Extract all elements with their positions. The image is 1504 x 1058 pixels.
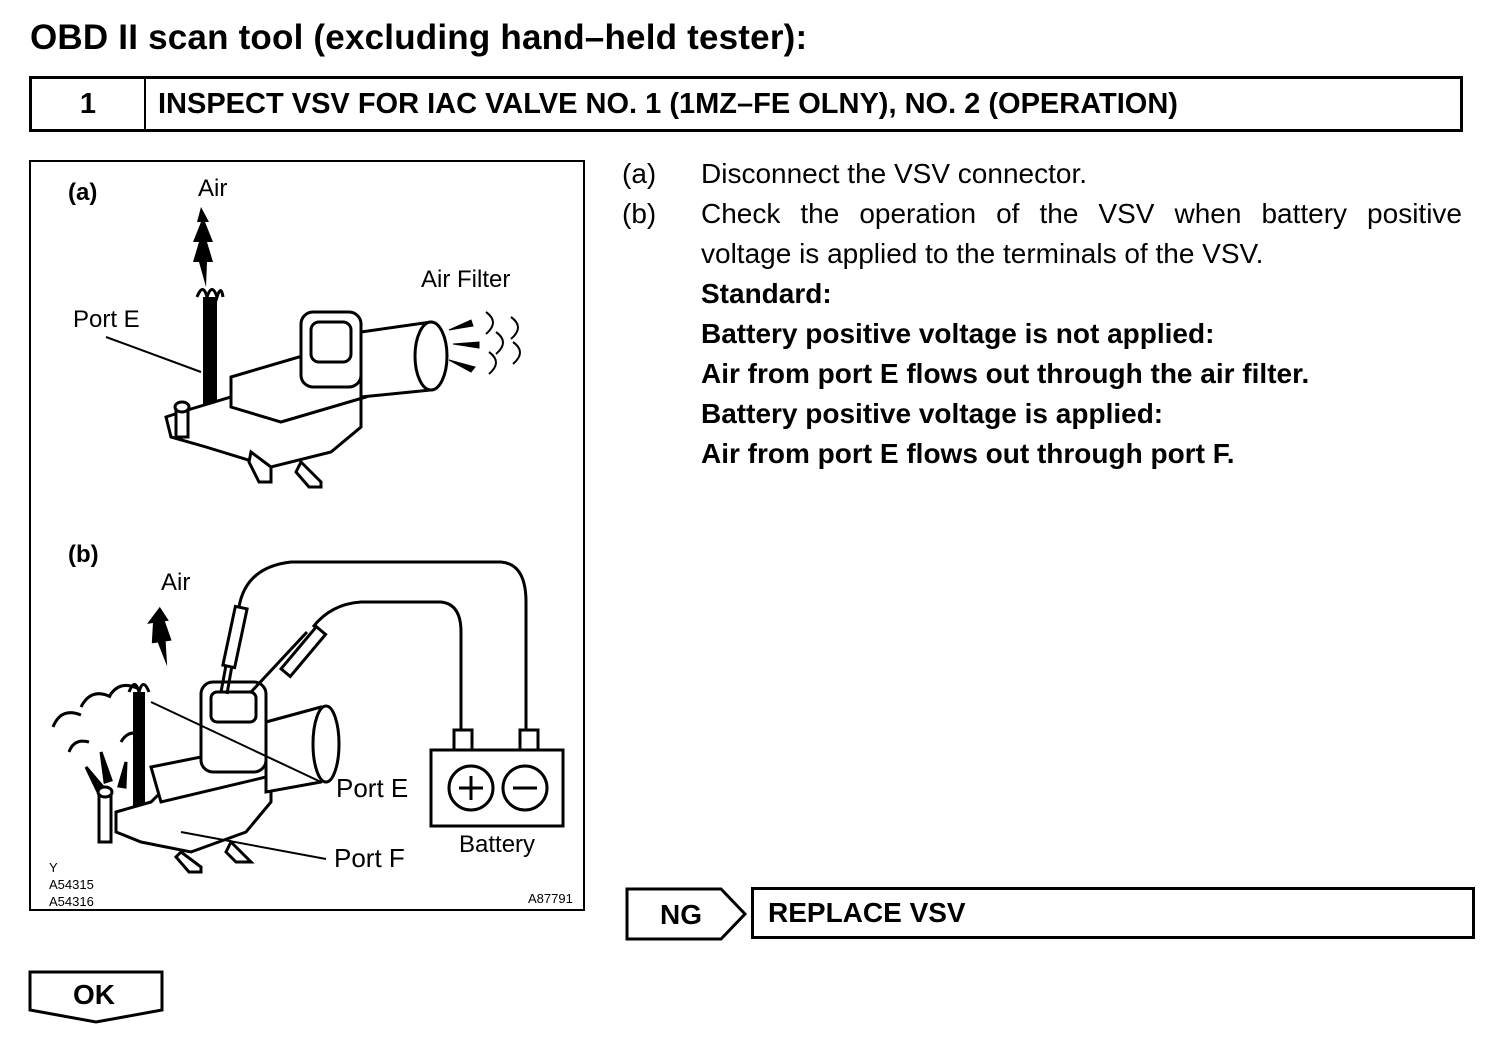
panel-a-air-arrow — [193, 207, 213, 287]
panel-b-port-e-leader — [150, 701, 322, 783]
instruction-a: (a) Disconnect the VSV connector. — [622, 154, 1462, 194]
panel-a-vsv-body — [164, 310, 449, 489]
vsv-illustration: (a) Air Air Filter Port E — [29, 160, 585, 911]
figure-code-y: Y — [49, 860, 58, 875]
ng-arrow-shape: NG — [625, 887, 748, 941]
result-not-applied: Air from port E flows out through the ai… — [701, 358, 1310, 389]
instruction-a-text: Disconnect the VSV connector. — [701, 158, 1087, 189]
ng-indicator: NG — [625, 887, 749, 946]
panel-a-port-e-label: Port E — [73, 306, 140, 333]
panel-b-port-e-label: Port E — [336, 773, 408, 803]
panel-a-air-label: Air — [198, 175, 227, 202]
panel-b-hose — [133, 692, 145, 817]
ng-action: REPLACE VSV — [751, 887, 1475, 939]
panel-a-air-filter-label: Air Filter — [421, 266, 510, 293]
instruction-b-letter: (b) — [622, 198, 657, 229]
panel-a-hose — [203, 297, 217, 412]
panel-b-port-f-exhaust — [51, 683, 144, 793]
panel-a-filter-exhaust — [448, 311, 521, 375]
step-header: 1 INSPECT VSV FOR IAC VALVE NO. 1 (1MZ–F… — [29, 76, 1463, 132]
battery-leads — [219, 560, 528, 732]
panel-b-air-label: Air — [161, 569, 190, 596]
instructions: (a) Disconnect the VSV connector. (b) Ch… — [622, 154, 1462, 474]
step-number: 1 — [32, 79, 146, 129]
ok-label: OK — [73, 979, 115, 1010]
panel-b-vsv-body — [96, 680, 341, 874]
panel-a-port-e-leader — [105, 336, 202, 373]
panel-b-air-arrow — [147, 606, 172, 667]
illustration-drawing: (a) Air Air Filter Port E — [49, 175, 573, 909]
page-heading: OBD II scan tool (excluding hand–held te… — [30, 18, 808, 57]
figure-ref-code: A87791 — [528, 891, 573, 906]
instruction-b: (b) Check the operation of the VSV when … — [622, 194, 1462, 274]
ng-label: NG — [660, 899, 702, 930]
ok-arrow-shape: OK — [28, 970, 164, 1024]
step-title: INSPECT VSV FOR IAC VALVE NO. 1 (1MZ–FE … — [158, 87, 1178, 120]
figure-code-1: A54315 — [49, 877, 94, 892]
battery-icon — [429, 728, 565, 828]
standard-label: Standard: — [701, 278, 832, 309]
instruction-a-letter: (a) — [622, 158, 657, 189]
battery-label: Battery — [459, 831, 535, 858]
panel-b-port-f-leader — [180, 831, 327, 860]
ok-indicator: OK — [28, 970, 168, 1031]
instruction-b-text: Check the operation of the VSV when batt… — [701, 198, 1462, 269]
condition-applied: Battery positive voltage is applied: — [701, 398, 1164, 429]
panel-a-label: (a) — [68, 179, 97, 206]
condition-not-applied: Battery positive voltage is not applied: — [701, 318, 1215, 349]
panel-b-label: (b) — [68, 541, 99, 568]
result-applied: Air from port E flows out through port F… — [701, 438, 1235, 469]
panel-b-port-f-label: Port F — [334, 843, 405, 873]
figure-code-2: A54316 — [49, 894, 94, 909]
